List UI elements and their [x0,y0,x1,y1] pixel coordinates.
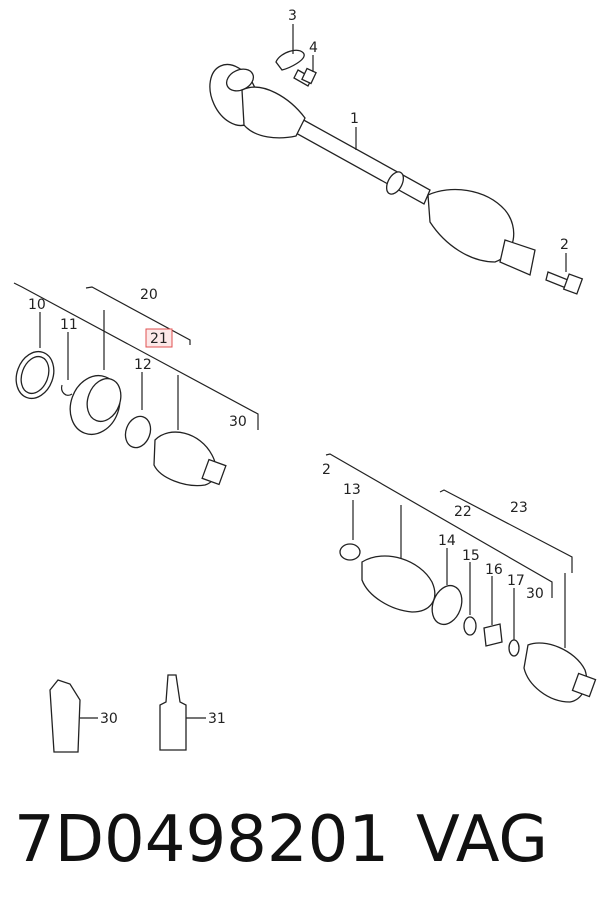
grease-tube [49,679,81,753]
callout-21: 21 [150,331,168,347]
outer-joint-stub [499,239,536,276]
part-number: 7D0498201 [14,803,390,877]
callout-30-grease: 30 [100,711,118,727]
outer-joint-kit [325,453,597,703]
spacer-16 [483,623,503,647]
circlip-11 [61,384,73,396]
inner-joint-kit [13,282,259,487]
consumables [49,674,206,753]
outer-joint-body [523,642,588,703]
callout-20: 20 [140,287,158,303]
callout-17: 17 [507,573,525,589]
callout-13: 13 [343,482,361,498]
callout-14: 14 [438,533,456,549]
lock-plate-3 [275,49,305,71]
callout-1: 1 [350,111,359,127]
footer: 7D0498201 VAG [14,800,594,880]
callout-11: 11 [60,317,78,333]
callout-30-outer: 30 [526,586,544,602]
inner-joint-boot [241,86,306,139]
callout-2-kit: 2 [322,462,331,478]
callout-labels: 1 2 3 4 10 11 12 20 21 30 2 13 14 15 16 … [28,8,569,727]
clamp-12 [124,415,152,449]
highlight-box-21 [145,328,173,348]
boot-outer [361,555,436,613]
shaft-damper-ring [385,171,405,195]
ring-15 [463,616,477,636]
callout-2-top: 2 [560,237,569,253]
callout-22: 22 [454,504,472,520]
callout-16: 16 [485,562,503,578]
callout-12: 12 [134,357,152,373]
drive-shaft-assembly [209,24,584,295]
sealant-bottle [159,674,187,751]
callout-4: 4 [309,40,318,56]
circlip-17 [508,639,520,657]
callout-30-inner: 30 [229,414,247,430]
clamp-14 [431,584,463,626]
outer-joint-boot [427,188,515,263]
clamp-13 [339,543,361,561]
callout-3: 3 [288,8,297,24]
brand-name: VAG [416,803,548,877]
callout-23: 23 [510,500,528,516]
callout-10: 10 [28,297,46,313]
callout-31-sealant: 31 [208,711,226,727]
callout-15: 15 [462,548,480,564]
drive-shaft [293,117,431,205]
